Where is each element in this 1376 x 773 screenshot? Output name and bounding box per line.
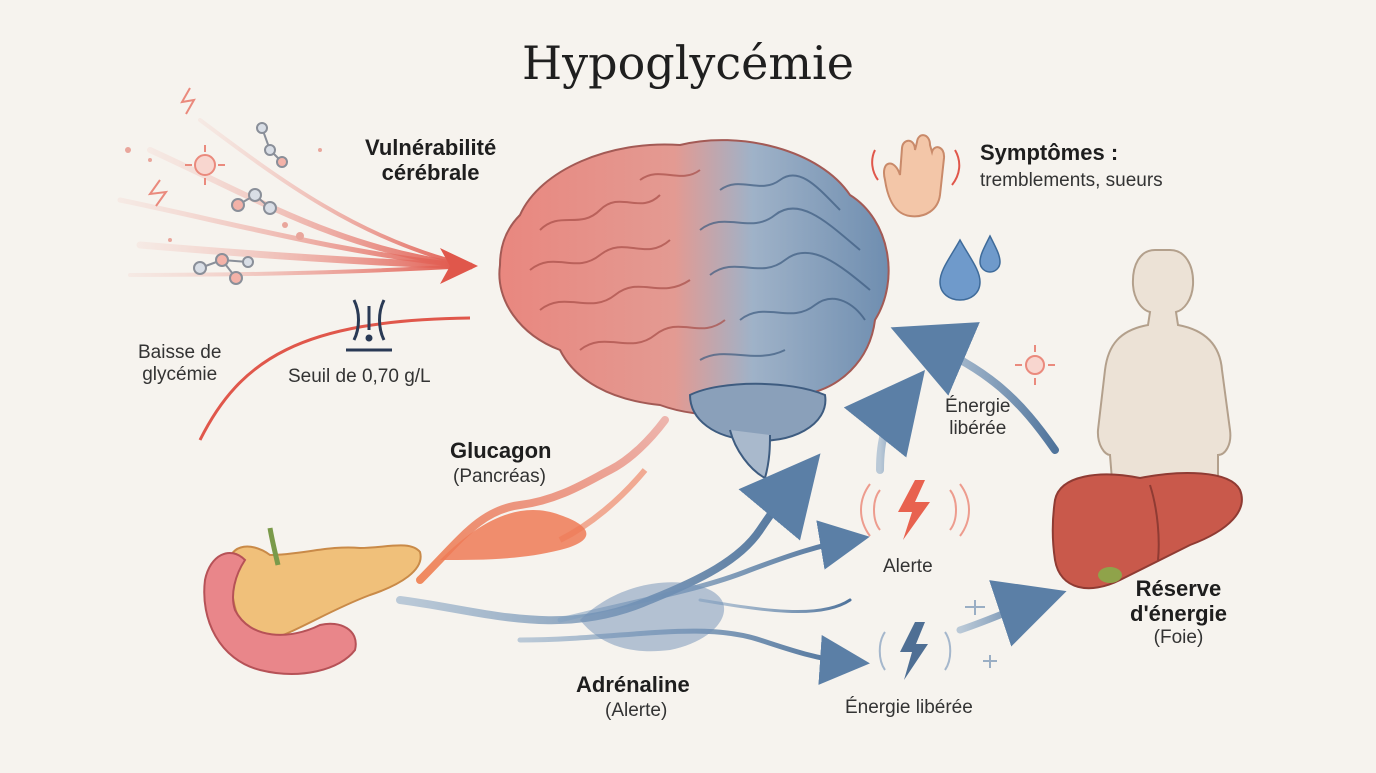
reserve-line1: Réserve [1135, 576, 1222, 601]
vulnerabilite-label: Vulnérabilité cérébrale [365, 135, 496, 186]
glucagon-stream [416, 416, 669, 584]
reserve-line2: d'énergie [1130, 601, 1227, 627]
energie-line2: libérée [949, 417, 1007, 439]
seuil-label: Seuil de 0,70 g/L [288, 366, 431, 387]
vulnerabilite-line1: Vulnérabilité [365, 135, 497, 160]
hand-icon [871, 134, 961, 218]
reserve-sublabel: (Foie) [1153, 626, 1204, 648]
body-icon [1096, 249, 1232, 481]
drop-icon [939, 234, 1001, 301]
symptomes-title: Symptômes : [980, 140, 1119, 165]
liver-icon [1051, 472, 1243, 590]
red-stream-arrows [117, 118, 474, 277]
energie-liberee-right-label: Énergie libérée [945, 396, 1011, 440]
baisse-curve [198, 316, 471, 441]
glucagon-label: Glucagon [450, 438, 552, 463]
vulnerabilite-line2: cérébrale [381, 160, 480, 186]
energy-lightning-icon [878, 622, 952, 680]
symptomes-text: tremblements, sueurs [980, 170, 1163, 191]
baisse-line1: Baisse de [138, 342, 222, 363]
energie-liberee-bottom-label: Énergie libérée [845, 697, 973, 718]
sparkle-icon [185, 145, 225, 185]
page-title: Hypoglycémie [522, 36, 854, 90]
baisse-label: Baisse de glycémie [138, 342, 221, 386]
molecule-icon [193, 122, 288, 285]
threshold-icon [346, 299, 392, 352]
dots [125, 147, 322, 242]
glucagon-sublabel: (Pancréas) [453, 466, 546, 487]
adrenaline-label: Adrénaline [576, 672, 690, 697]
alert-lightning-icon [860, 480, 970, 540]
brain-icon [498, 139, 890, 480]
sparkle-icon [965, 600, 997, 668]
red-burst-icon [1015, 345, 1055, 385]
adrenaline-blob [580, 582, 725, 652]
alerte-label: Alerte [883, 556, 933, 577]
reserve-label: Réserve d'énergie (Foie) [1130, 576, 1227, 648]
pancreas-icon [203, 527, 422, 675]
energie-line1: Énergie [945, 396, 1011, 417]
lightning-icon [147, 87, 196, 207]
baisse-line2: glycémie [142, 363, 218, 385]
red-main-arrowhead [440, 248, 478, 284]
adrenaline-sublabel: (Alerte) [605, 700, 668, 721]
